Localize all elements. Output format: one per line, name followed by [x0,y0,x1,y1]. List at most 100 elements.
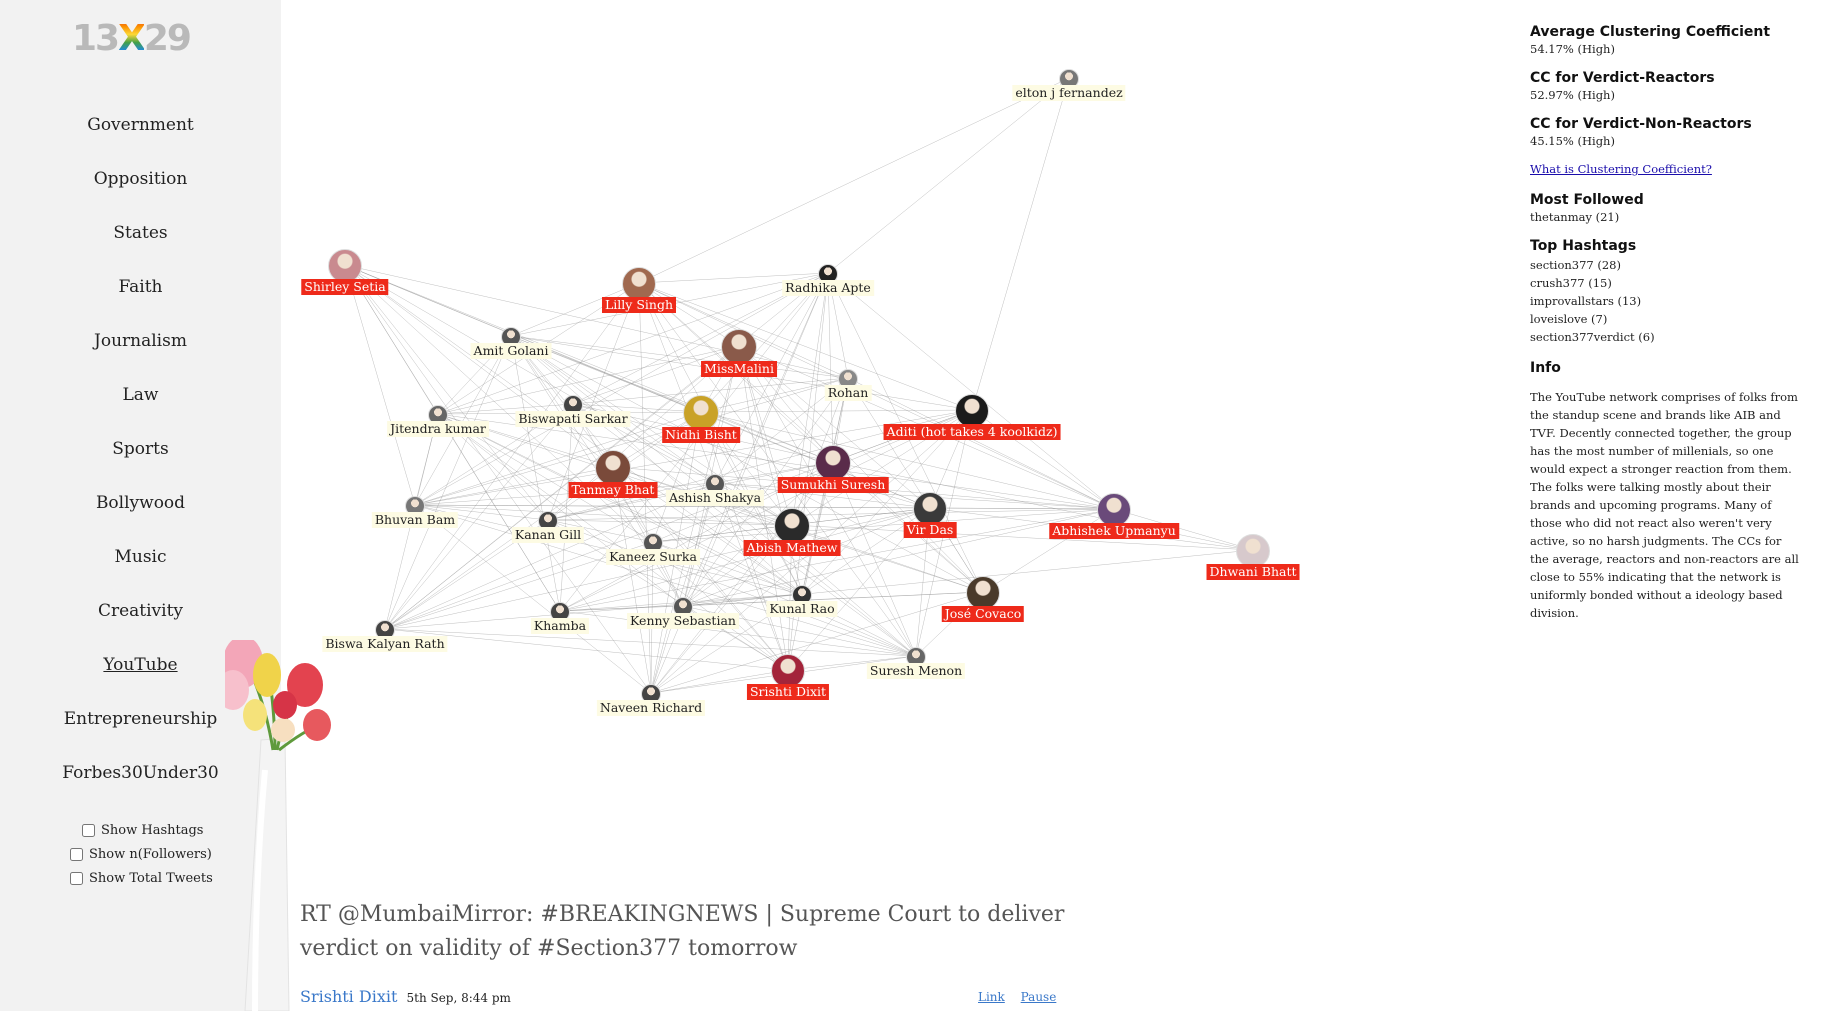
graph-edge [650,669,789,694]
node-label: Naveen Richard [596,700,706,716]
nav-item-music[interactable]: Music [114,547,167,567]
nav-item-creativity[interactable]: Creativity [97,601,184,621]
most-followed-value: thetanmay (21) [1530,210,1620,224]
node-avatar[interactable] [771,654,805,688]
tweet-text: RT @MumbaiMirror: #BREAKINGNEWS | Suprem… [300,902,1065,961]
pause-link[interactable]: Pause [1020,990,1057,1004]
tweet-link[interactable]: Link [978,990,1005,1004]
nav-item-faith[interactable]: Faith [118,277,163,297]
graph-edge [638,282,740,347]
graph-edge [510,282,640,337]
stats-panel: Average Clustering Coefficient 54.17% (H… [1530,24,1800,622]
nav-item-youtube[interactable]: YouTube [103,655,178,675]
node-label: Nidhi Bisht [662,427,740,443]
graph-edge [682,524,793,607]
graph-edge [384,482,716,630]
graph-edge [559,610,917,657]
node-label: Radhika Apte [782,280,874,296]
graph-edge [971,77,1070,411]
node-avatar[interactable] [774,508,810,544]
node-avatar[interactable] [955,394,989,428]
graph-edge [384,507,931,630]
graph-edge [638,282,973,411]
node-label: Kunal Rao [766,601,838,617]
option-row[interactable]: Show Hashtags [82,818,213,842]
what-is-cc-link[interactable]: What is Clustering Coefficient? [1530,162,1712,176]
graph-edge [832,461,1254,551]
node-label: Kenny Sebastian [627,613,739,629]
graph-edge [559,403,574,612]
graph-edge [929,507,1115,510]
node-avatar[interactable] [328,249,362,283]
graph-edge [384,628,917,657]
node-label: elton j fernandez [1012,85,1126,101]
node-label: Sumukhi Suresh [777,477,889,493]
option-checkbox[interactable] [70,847,83,861]
graph-edge [682,591,984,607]
graph-edge [638,282,1115,510]
graph-edge [414,466,614,506]
logo-x: X [118,18,146,59]
node-label: Abish Mathew [743,540,841,556]
graph-edge [414,504,652,694]
nav-item-law[interactable]: Law [122,385,159,405]
nav-item-forbes30under30[interactable]: Forbes30Under30 [62,763,219,783]
node-avatar[interactable] [815,445,851,481]
graph-edge [652,508,1115,543]
node-avatar[interactable] [913,492,947,526]
hashtag-list: section377 (28)crush377 (15)improvallsta… [1530,256,1800,346]
graph-edge [510,335,789,671]
nav-item-states[interactable]: States [113,223,168,243]
node-avatar[interactable] [683,395,719,431]
node-avatar[interactable] [1097,493,1131,527]
option-row[interactable]: Show Total Tweets [70,866,213,890]
tweet-author-link[interactable]: Srishti Dixit [300,987,398,1006]
graph-edge [344,264,614,468]
node-avatar[interactable] [622,267,656,301]
option-checkbox[interactable] [70,871,83,885]
node-avatar[interactable] [595,450,631,486]
most-followed-title: Most Followed [1530,192,1644,208]
graph-edge [437,403,574,415]
nav-item-journalism[interactable]: Journalism [94,331,187,351]
option-checkbox[interactable] [82,823,95,837]
nav-item-bollywood[interactable]: Bollywood [95,493,186,513]
nav-item-sports[interactable]: Sports [112,439,169,459]
nav-item-government[interactable]: Government [87,115,194,135]
nav-item-entrepreneurship[interactable]: Entrepreneurship [63,709,218,729]
graph-edge [738,345,917,657]
graph-edge [384,409,973,630]
graph-edge [847,377,1115,510]
graph-edge [559,605,684,612]
node-label: Abhishek Upmanyu [1049,523,1179,539]
graph-edge [714,461,834,484]
graph-edge [572,403,684,607]
node-label: Tanmay Bhat [568,482,658,498]
tweet-meta: Srishti Dixit 5th Sep, 8:44 pm [300,987,511,1006]
graph-edge [650,591,984,694]
graph-edge [827,77,1070,274]
graph-edge [384,628,789,671]
node-avatar[interactable] [721,329,757,365]
graph-edge [787,377,849,671]
graph-edge [700,411,1115,510]
graph-edge [982,508,1115,593]
graph-edge [414,272,829,506]
graph-edge [650,345,740,694]
graph-edge [414,504,549,521]
graph-edge [414,482,716,506]
option-row[interactable]: Show n(Followers) [70,842,213,866]
graph-edge [832,461,917,657]
graph-edge [572,377,849,405]
node-avatar[interactable] [966,576,1000,610]
nav-item-opposition[interactable]: Opposition [93,169,188,189]
site-logo[interactable]: 13X29 [72,18,192,59]
hashtag-item: improvallstars (13) [1530,294,1642,308]
graph-edge [384,593,803,630]
graph-edge [714,482,931,509]
graph-edge [559,507,931,612]
node-avatar[interactable] [1236,534,1270,568]
hashtag-item: section377 (28) [1530,258,1621,272]
